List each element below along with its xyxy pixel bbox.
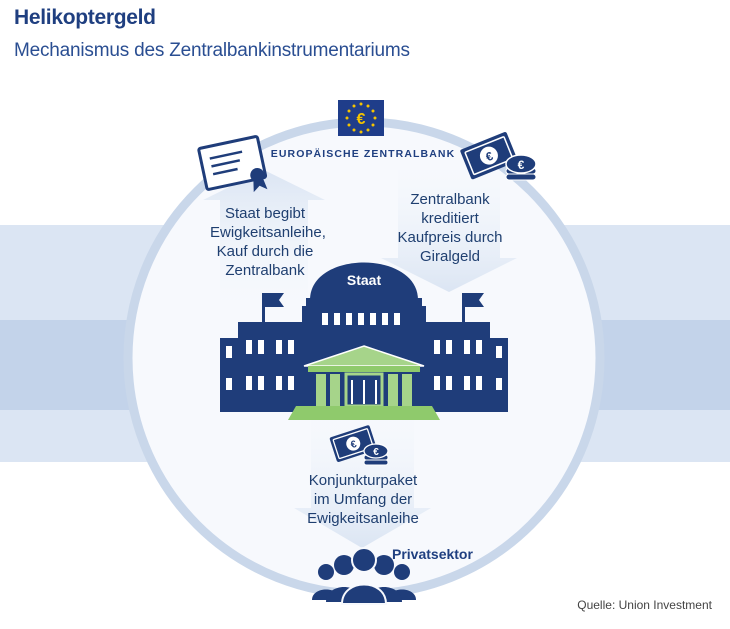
flow-text-line: Kaufpreis durch [397, 229, 503, 246]
arrow-down-right [381, 170, 517, 292]
chart-subtitle: Mechanismus des Zentralbankinstrumentari… [14, 40, 410, 61]
svg-text:€: € [484, 149, 496, 165]
flow-text-line: Zentralbank [410, 191, 490, 208]
euro-flag-icon: € [338, 100, 384, 136]
flow-text-line: Ewigkeitsanleihe [307, 510, 419, 527]
flow-text-line: im Umfang der [313, 491, 413, 508]
svg-text:€: € [518, 158, 525, 172]
euro-symbol: € [357, 111, 366, 128]
flow-text-line: kreditiert [421, 210, 479, 227]
chart-title: Helikoptergeld [14, 6, 156, 29]
people-group-icon [312, 547, 416, 605]
certificate-icon [197, 135, 268, 193]
flow-text-line: Staat begibt [224, 205, 306, 222]
svg-text:€: € [373, 447, 379, 458]
flow-text-line: Giralgeld [419, 248, 481, 265]
flow-text-line: Zentralbank [225, 262, 305, 279]
flow-text-ecb-to-state: Zentralbank kreditiert Kaufpreis durch G… [394, 190, 506, 266]
flow-text-line: Kauf durch die [216, 243, 314, 260]
money-coins-icon-top: € € [460, 132, 537, 181]
flow-text-line: Konjunkturpaket [308, 472, 418, 489]
state-label: Staat [346, 272, 382, 288]
ecb-name: EUROPÄISCHE ZENTRALBANK [270, 148, 456, 160]
private-sector-label: Privatsektor [392, 546, 473, 562]
arrow-up-left [203, 170, 325, 300]
svg-text:€: € [349, 439, 358, 451]
flow-text-state-to-ecb: Staat begibt Ewigkeitsanleihe, Kauf durc… [210, 204, 326, 280]
arrow-down-bottom [294, 420, 431, 548]
flow-text-line: Ewigkeitsanleihe, [210, 224, 326, 241]
bank-building-icon [288, 345, 440, 420]
source-note: Quelle: Union Investment [577, 598, 712, 612]
flow-text-state-to-private: Konjunkturpaket im Umfang der Ewigkeitsa… [302, 471, 424, 528]
money-coins-icon-bottom: € € [329, 425, 389, 466]
